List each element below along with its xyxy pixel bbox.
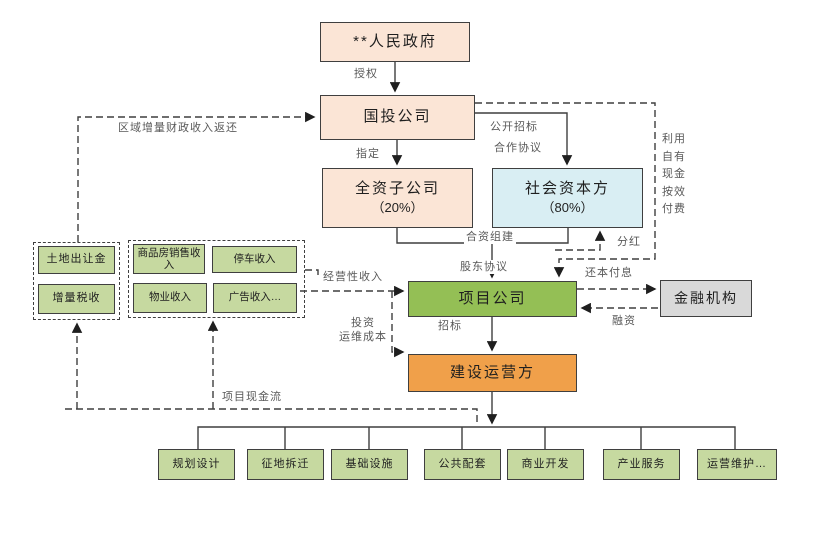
- social-capital-label: 社会资本方: [524, 179, 610, 197]
- edge-project-cashflow: 项目现金流: [220, 390, 284, 405]
- edge-pay-by-performance: 利用 自有 现金 按效 付费: [662, 133, 686, 215]
- government-label: **人民政府: [353, 32, 437, 50]
- subsidiary-share: （20%）: [371, 200, 424, 216]
- revenue-parking-box: 停车收入: [212, 246, 297, 273]
- edge-joint-venture: 合资组建: [464, 230, 516, 245]
- project-company-box: 项目公司: [408, 281, 577, 317]
- edge-authorize: 授权: [354, 68, 378, 80]
- scope-infrastructure-label: 基础设施: [345, 457, 394, 470]
- edge-investment-om-cost: 投资 运维成本: [339, 317, 387, 344]
- edge-designate: 指定: [356, 148, 380, 160]
- fiscal-source-tax-label: 增量税收: [52, 292, 101, 305]
- project-company-label: 项目公司: [458, 289, 527, 307]
- revenue-housing-box: 商品房销售收入: [133, 244, 205, 274]
- revenue-parking-label: 停车收入: [233, 252, 276, 265]
- edge-regional-fiscal-return: 区域增量财政收入返还: [118, 122, 238, 134]
- scope-public-facilities-label: 公共配套: [438, 457, 487, 470]
- scope-operation-maintenance-label: 运营维护…: [707, 457, 767, 470]
- edge-bidding: 招标: [438, 320, 462, 332]
- revenue-property-box: 物业收入: [133, 283, 207, 313]
- revenue-housing-label: 商品房销售收入: [137, 246, 201, 271]
- wholly-owned-subsidiary-label: 全资子公司: [354, 179, 440, 197]
- edge-operating-revenue: 经营性收入: [321, 270, 385, 285]
- edge-repay-principal-interest: 还本付息: [583, 266, 635, 281]
- scope-planning-box: 规划设计: [158, 449, 235, 480]
- scope-planning-label: 规划设计: [172, 457, 221, 470]
- edge-public-bidding: 公开招标: [490, 121, 538, 133]
- fiscal-sources-group: [33, 242, 120, 320]
- financial-institution-box: 金融机构: [660, 280, 752, 317]
- scope-industry-service-label: 产业服务: [617, 457, 666, 470]
- construction-operator-label: 建设运营方: [449, 363, 535, 381]
- investment-company-label: 国投公司: [363, 108, 432, 126]
- scope-commercial-dev-box: 商业开发: [507, 449, 584, 480]
- fiscal-source-land-label: 土地出让金: [46, 253, 107, 266]
- scope-land-acquisition-box: 征地拆迁: [247, 449, 324, 480]
- scope-infrastructure-box: 基础设施: [331, 449, 408, 480]
- scope-public-facilities-box: 公共配套: [424, 449, 501, 480]
- revenue-sources-group: [128, 240, 305, 318]
- revenue-advertising-label: 广告收入…: [228, 291, 282, 304]
- revenue-advertising-box: 广告收入…: [213, 283, 297, 313]
- investment-company-box: 国投公司: [320, 95, 475, 140]
- fiscal-source-land-box: 土地出让金: [38, 246, 115, 274]
- edge-financing: 融资: [612, 315, 636, 327]
- scope-operation-maintenance-box: 运营维护…: [697, 449, 777, 480]
- scope-industry-service-box: 产业服务: [603, 449, 680, 480]
- edge-shareholder-agreement: 股东协议: [458, 260, 510, 275]
- government-box: **人民政府: [320, 22, 470, 62]
- edge-dividend: 分红: [615, 235, 643, 250]
- construction-operator-box: 建设运营方: [408, 354, 577, 392]
- fiscal-source-tax-box: 增量税收: [38, 284, 115, 314]
- revenue-property-label: 物业收入: [149, 291, 191, 304]
- social-capital-share: （80%）: [541, 200, 594, 216]
- scope-commercial-dev-label: 商业开发: [521, 457, 570, 470]
- wholly-owned-subsidiary-box: 全资子公司 （20%）: [322, 168, 473, 228]
- social-capital-box: 社会资本方 （80%）: [492, 168, 643, 228]
- financial-institution-label: 金融机构: [674, 289, 738, 306]
- edge-cooperation-agreement: 合作协议: [494, 142, 542, 154]
- scope-land-acquisition-label: 征地拆迁: [261, 457, 310, 470]
